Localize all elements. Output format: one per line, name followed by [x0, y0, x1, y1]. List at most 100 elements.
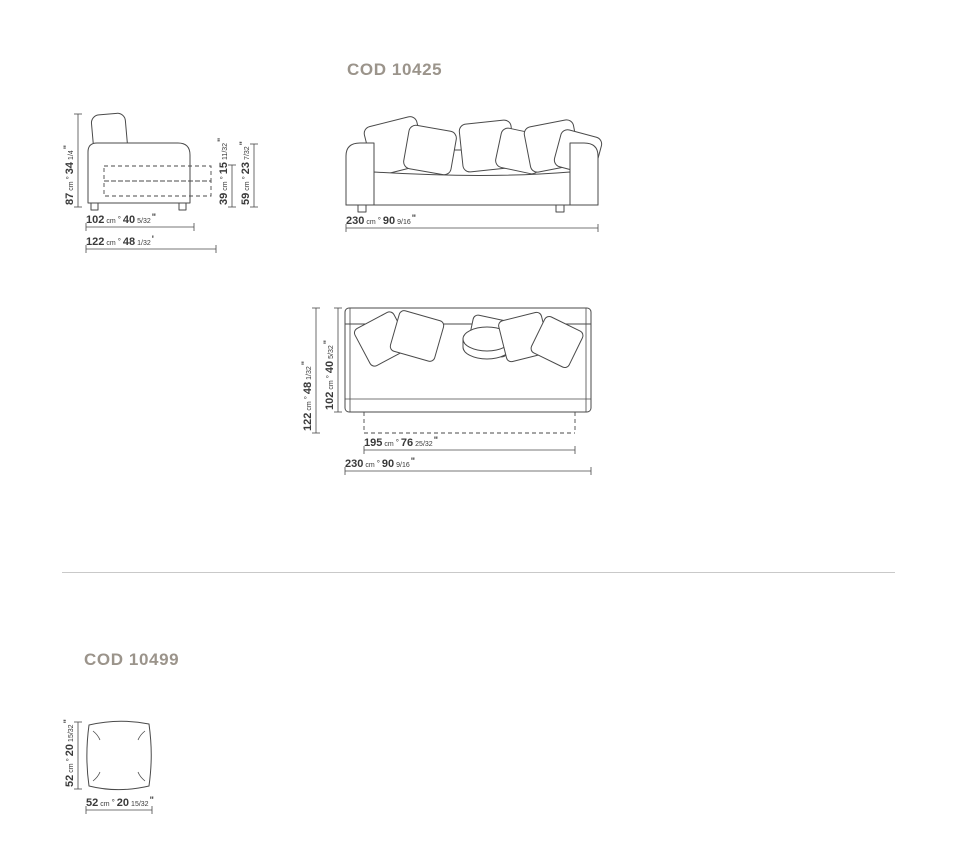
- cm-unit: cm: [365, 462, 375, 469]
- cushion-outline: [86, 720, 152, 791]
- inch-fraction: 7/32: [244, 146, 251, 160]
- inch-mark: ": [410, 456, 416, 466]
- cm-value: 122: [86, 236, 105, 248]
- inch-value: 20: [64, 743, 76, 757]
- cm-unit: cm: [244, 181, 251, 191]
- inch-fraction: 1/32: [137, 240, 151, 247]
- inch-value: 48: [302, 381, 314, 395]
- dim-label-cushion-height: 52 cm ° 20 15/32 ": [62, 719, 76, 787]
- cushion-crease-top-right: [137, 730, 146, 741]
- side-foot-left: [90, 202, 99, 211]
- cm-unit: cm: [306, 401, 313, 411]
- cm-unit: cm: [384, 441, 394, 448]
- inch-fraction: 1/32: [306, 366, 313, 380]
- cm-value: 122: [302, 412, 314, 431]
- inch-value: 48: [122, 236, 136, 248]
- dim-label-top-depth: 102 cm ° 40 5/32 ": [322, 339, 336, 410]
- unit-separator: °: [376, 459, 380, 468]
- inch-mark: ": [238, 141, 248, 146]
- unit-separator: °: [111, 798, 115, 807]
- inch-value: 90: [381, 458, 395, 470]
- cm-value: 102: [324, 391, 336, 410]
- front-arm-right: [569, 142, 599, 206]
- cm-value: 230: [345, 458, 364, 470]
- dim-line-front-width: [345, 224, 599, 232]
- inch-value: 23: [240, 161, 252, 175]
- cm-unit: cm: [222, 181, 229, 191]
- inch-value: 40: [122, 214, 136, 226]
- dim-line-side-height: [74, 113, 82, 208]
- cm-value: 52: [64, 774, 76, 787]
- inch-fraction: 11/32: [222, 142, 229, 160]
- inch-value: 90: [382, 215, 396, 227]
- side-foldout-bed-lower-dashed: [103, 180, 212, 197]
- top-bed-extension-dashed: [363, 412, 576, 434]
- inch-value: 15: [218, 161, 230, 175]
- dim-line-top-width: [344, 467, 592, 475]
- inch-mark: ": [433, 435, 438, 445]
- inch-mark: ": [151, 212, 157, 222]
- cushion-crease-bottom-right: [137, 771, 146, 782]
- cushion-drawing: [86, 720, 152, 791]
- dim-line-side-depth: [85, 223, 195, 231]
- inch-fraction: 5/32: [328, 345, 335, 359]
- cm-unit: cm: [106, 218, 116, 225]
- inch-mark: ': [151, 234, 154, 244]
- cushion-crease-bottom-left: [92, 771, 101, 782]
- front-pillow-2: [403, 124, 457, 176]
- inch-fraction: 15/32: [68, 724, 75, 742]
- inch-fraction: 1/4: [68, 150, 75, 160]
- inch-fraction: 9/16: [396, 462, 410, 469]
- cm-value: 87: [64, 192, 76, 205]
- inch-mark: ": [322, 339, 332, 345]
- cm-unit: cm: [68, 181, 75, 191]
- cm-value: 59: [240, 192, 252, 205]
- cm-value: 52: [86, 797, 99, 809]
- side-foot-right: [178, 202, 187, 211]
- dim-label-side-seat-height: 39 cm ° 15 11/32 ": [216, 137, 230, 205]
- dim-line-cushion-width: [85, 806, 153, 814]
- inch-value: 76: [400, 437, 414, 449]
- front-foot-left: [357, 204, 367, 213]
- dim-label-side-arm-height: 59 cm ° 23 7/32 ": [238, 141, 252, 205]
- inch-mark: ": [62, 719, 72, 724]
- inch-mark: ": [216, 137, 226, 142]
- section-divider: [62, 572, 895, 573]
- cm-unit: cm: [328, 380, 335, 390]
- cm-value: 102: [86, 214, 105, 226]
- inch-fraction: 5/32: [137, 218, 151, 225]
- front-seat-panel: [373, 171, 571, 206]
- dim-line-side-depth-total: [85, 245, 217, 253]
- top-pillow-2: [389, 310, 445, 362]
- unit-separator: °: [377, 216, 381, 225]
- dim-label-side-height: 87 cm ° 34 1/4 ": [62, 144, 76, 205]
- dim-label-top-bed-width: 195 cm ° 76 25/32 ": [364, 435, 438, 449]
- inch-fraction: 9/16: [397, 219, 411, 226]
- front-foot-right: [555, 204, 565, 213]
- dim-line-side-arm-height: [250, 143, 258, 208]
- cushion-crease-top-left: [92, 730, 101, 741]
- dim-line-side-seat-height: [228, 164, 236, 208]
- cm-value: 195: [364, 437, 383, 449]
- side-foldout-bed-upper-dashed: [103, 165, 212, 182]
- sofa-side-view-drawing: [87, 112, 212, 211]
- dim-label-top-width: 230 cm ° 90 9/16 ": [345, 456, 416, 470]
- inch-fraction: 15/32: [131, 801, 149, 808]
- dim-line-top-depth: [334, 307, 342, 413]
- product-code-cushion: COD 10499: [84, 650, 180, 669]
- cm-unit: cm: [106, 240, 116, 247]
- inch-value: 20: [116, 797, 130, 809]
- cm-value: 230: [346, 215, 365, 227]
- inch-mark: ": [300, 360, 310, 366]
- inch-mark: ": [149, 795, 154, 805]
- dim-label-side-depth: 102 cm ° 40 5/32 ": [86, 212, 157, 226]
- sofa-front-view-drawing: [345, 116, 603, 213]
- inch-mark: ": [62, 144, 72, 150]
- unit-separator: °: [303, 396, 312, 400]
- unit-separator: °: [395, 438, 399, 447]
- front-arm-left: [345, 142, 375, 206]
- dim-label-front-width: 230 cm ° 90 9/16 ": [346, 213, 416, 227]
- dim-label-side-depth-total: 122 cm ° 48 1/32 ': [86, 234, 154, 248]
- dim-line-top-bed-width: [363, 446, 576, 454]
